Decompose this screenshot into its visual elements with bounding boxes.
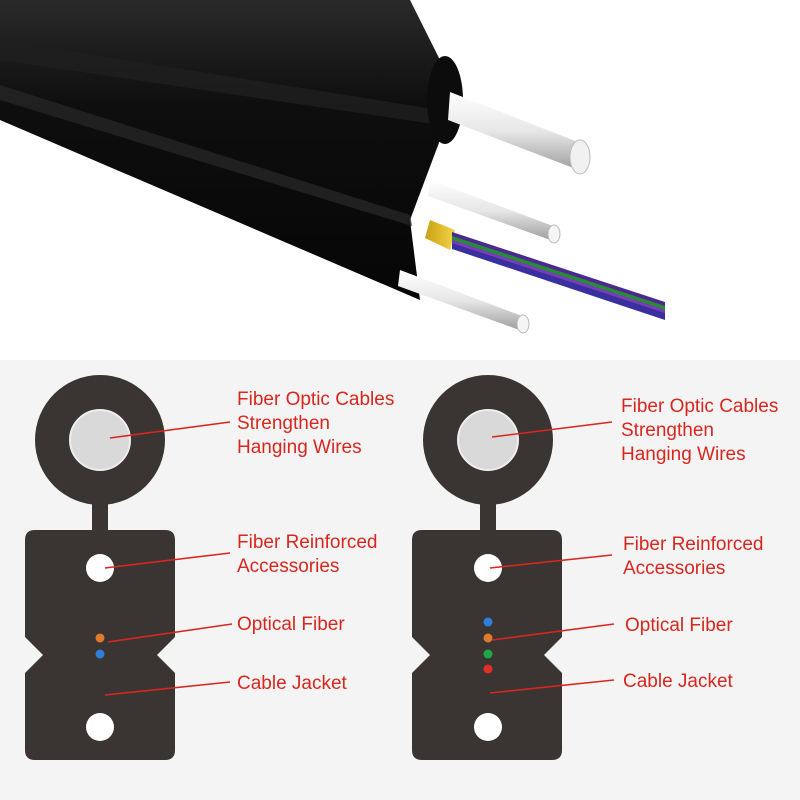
optical-fiber-dot <box>483 664 493 674</box>
label-optical-fiber-left: Optical Fiber <box>237 614 345 635</box>
label-hanging-wires-left: Fiber Optic Cables Strengthen Hanging Wi… <box>237 389 395 458</box>
reinforced-rod-bottom <box>86 713 114 741</box>
label-cable-jacket-left: Cable Jacket <box>237 673 347 694</box>
reinforced-rod-bottom <box>474 713 502 741</box>
optical-fiber-dot <box>95 633 105 643</box>
cable-jacket <box>412 530 562 760</box>
label-optical-fiber-right: Optical Fiber <box>625 615 733 636</box>
optical-fiber-dot <box>95 649 105 659</box>
leader-line-cable-jacket <box>104 681 231 696</box>
steel-messenger-wire <box>448 92 591 175</box>
leader-line-hanging-wires <box>491 421 613 438</box>
cross-section-right <box>412 375 615 760</box>
leader-line-reinforced <box>489 554 613 569</box>
cross-section-left <box>25 375 233 760</box>
leader-line-optical-fiber <box>491 623 615 641</box>
fiber-reinforced-rod-upper <box>428 180 561 244</box>
fiber-reinforced-rod-lower <box>398 270 530 334</box>
steel-wire-core <box>457 409 519 471</box>
steel-wire-core <box>69 409 131 471</box>
optical-fiber-dot <box>483 617 493 627</box>
reinforced-rod-top <box>86 554 114 582</box>
cable-photo <box>0 0 800 360</box>
label-reinforced-right: Fiber Reinforced Accessories <box>623 534 764 579</box>
optical-fiber-dot <box>483 633 493 643</box>
cable-jacket <box>25 530 175 760</box>
optical-fiber-bundle <box>425 220 665 320</box>
label-cable-jacket-right: Cable Jacket <box>623 671 733 692</box>
neck <box>92 500 108 535</box>
optical-fiber-dot <box>483 649 493 659</box>
label-reinforced-left: Fiber Reinforced Accessories <box>237 532 378 577</box>
leader-line-hanging-wires <box>109 421 231 439</box>
reinforced-rod-top <box>474 554 502 582</box>
label-hanging-wires-right: Fiber Optic Cables Strengthen Hanging Wi… <box>621 396 779 465</box>
leader-line-cable-jacket <box>489 679 615 694</box>
leader-line-reinforced <box>104 552 231 569</box>
leader-line-optical-fiber <box>107 623 233 643</box>
neck <box>480 500 496 535</box>
